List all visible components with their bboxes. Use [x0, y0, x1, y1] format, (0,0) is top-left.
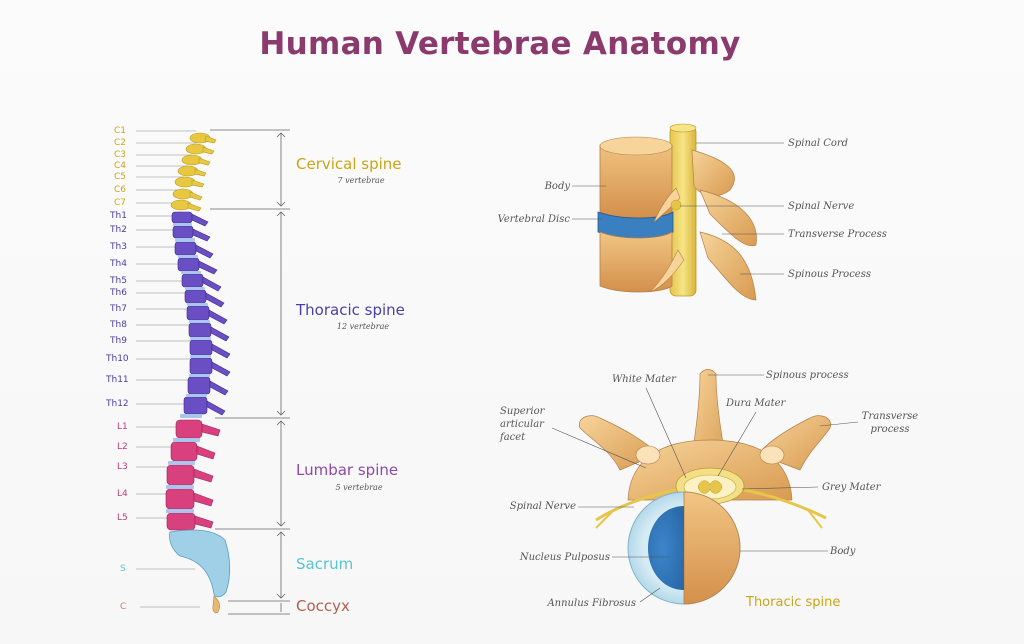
level-label-th8: Th8 — [110, 320, 127, 330]
label-nucleus-pulposus: Nucleus Pulposus — [519, 552, 610, 563]
top-view-leaders — [551, 374, 859, 603]
region-lumbar-count: 5 vertebrae — [335, 483, 383, 492]
label-dura-mater: Dura Mater — [726, 398, 786, 409]
thoracic-vertebrae — [171, 211, 231, 416]
region-cervical-count: 7 vertebrae — [337, 176, 385, 185]
level-label-th10: Th10 — [106, 354, 129, 364]
label-transverse-process-top: Transverse process — [861, 411, 919, 435]
level-label-c1: C1 — [114, 126, 127, 136]
level-label-l1: L1 — [117, 422, 128, 432]
level-label-l4: L4 — [117, 489, 128, 499]
cervical-vertebrae — [170, 132, 217, 212]
level-label-c5: C5 — [114, 172, 127, 182]
level-label-th7: Th7 — [110, 304, 127, 314]
label-white-mater: White Mater — [612, 374, 676, 385]
level-label-c6: C6 — [114, 185, 127, 195]
label-spinal-nerve-side: Spinal Nerve — [788, 201, 855, 212]
level-label-th1: Th1 — [110, 211, 127, 221]
region-cervical-name: Cervical spine — [296, 155, 402, 173]
thoracic-discs — [173, 223, 211, 418]
lumbar-discs — [166, 438, 200, 513]
level-label-l3: L3 — [117, 462, 128, 472]
label-spinous-process-top: Spinous process — [766, 370, 849, 381]
page-title: Human Vertebrae Anatomy — [259, 26, 741, 62]
level-label-c4: C4 — [114, 161, 127, 171]
lumbar-vertebrae — [165, 419, 221, 531]
label-spinal-cord: Spinal Cord — [788, 138, 849, 149]
label-annulus-fibrosus: Annulus Fibrosus — [547, 598, 636, 609]
label-spinal-nerve-top: Spinal Nerve — [509, 501, 576, 512]
region-brackets — [210, 129, 290, 615]
region-sacrum-name: Sacrum — [296, 555, 354, 573]
side-view-leaders — [572, 142, 784, 275]
level-label-th9: Th9 — [110, 336, 127, 346]
vertebra-top-view — [578, 369, 832, 605]
level-label-th6: Th6 — [110, 288, 127, 298]
spine-column — [165, 132, 231, 614]
label-body-top: Body — [830, 546, 856, 557]
label-body-side: Body — [544, 181, 570, 192]
level-label-th12: Th12 — [106, 399, 129, 409]
level-label-l5: L5 — [117, 513, 128, 523]
level-label-th11: Th11 — [106, 375, 129, 385]
level-label-th4: Th4 — [110, 259, 127, 269]
level-label-l2: L2 — [117, 442, 128, 452]
coccyx-bone — [212, 595, 220, 614]
level-label-sacrum: S — [120, 564, 126, 574]
region-coccyx-name: Coccyx — [296, 597, 350, 615]
level-label-th5: Th5 — [110, 276, 127, 286]
region-lumbar-name: Lumbar spine — [296, 461, 399, 479]
level-label-c7: C7 — [114, 198, 127, 208]
label-grey-mater: Grey Mater — [822, 482, 881, 493]
region-thoracic-count: 12 vertebrae — [336, 322, 390, 331]
label-spinous-process-side: Spinous Process — [788, 269, 871, 280]
level-label-th2: Th2 — [110, 225, 127, 235]
level-label-c2: C2 — [114, 138, 127, 148]
level-label-coccyx: C — [120, 602, 127, 612]
top-view-caption: Thoracic spine — [746, 595, 841, 610]
level-label-c3: C3 — [114, 150, 127, 160]
label-vertebral-disc: Vertebral Disc — [497, 214, 570, 225]
region-thoracic-name: Thoracic spine — [296, 301, 405, 319]
label-transverse-process-side: Transverse Process — [788, 229, 887, 240]
sacrum-bone — [169, 529, 231, 598]
spine-leader-lines — [136, 130, 200, 608]
level-label-th3: Th3 — [110, 242, 127, 252]
vertebra-side-view — [597, 123, 757, 301]
label-superior-articular-facet: Superior articular facet — [500, 406, 545, 443]
